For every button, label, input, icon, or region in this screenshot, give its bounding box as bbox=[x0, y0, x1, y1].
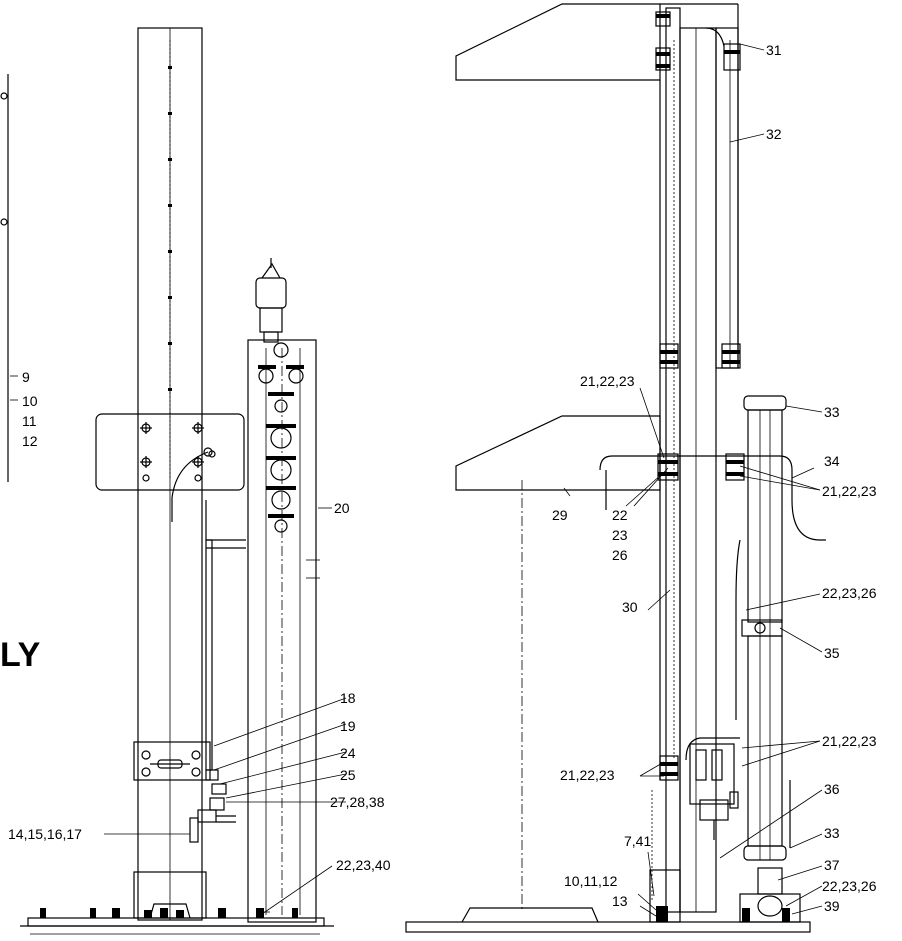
right-view-leaders bbox=[563, 43, 823, 917]
callout-33-bottom: 33 bbox=[824, 825, 840, 841]
callout-13: 13 bbox=[612, 893, 628, 909]
callout-34: 34 bbox=[824, 453, 840, 469]
callout-26: 26 bbox=[612, 547, 628, 563]
partial-left-view bbox=[0, 74, 18, 482]
callout-22-23-26-low: 22,23,26 bbox=[822, 878, 877, 894]
callout-21-22-23-right: 21,22,23 bbox=[822, 483, 877, 499]
callout-29: 29 bbox=[552, 507, 568, 523]
callout-27-28-38: 27,28,38 bbox=[330, 794, 385, 810]
callout-33-top: 33 bbox=[824, 404, 840, 420]
callout-21-22-23-upper: 21,22,23 bbox=[580, 373, 635, 389]
callout-21-22-23-lower-left: 21,22,23 bbox=[560, 767, 615, 783]
callout-14-17: 14,15,16,17 bbox=[8, 826, 82, 842]
callout-35: 35 bbox=[824, 645, 840, 661]
callout-30: 30 bbox=[622, 599, 638, 615]
callout-10-11-12: 10,11,12 bbox=[564, 873, 618, 889]
callout-12: 12 bbox=[22, 433, 38, 449]
callout-36: 36 bbox=[824, 781, 840, 797]
left-view-leaders bbox=[104, 507, 347, 915]
left-column-view bbox=[20, 27, 334, 935]
right-arm-view bbox=[405, 3, 826, 933]
callout-22-23-26-mid: 22,23,26 bbox=[822, 585, 877, 601]
callout-21-22-23-lower-right: 21,22,23 bbox=[822, 733, 877, 749]
callout-23: 23 bbox=[612, 527, 628, 543]
callout-39: 39 bbox=[824, 898, 840, 914]
callout-22-23-40: 22,23,40 bbox=[336, 857, 391, 873]
callout-22: 22 bbox=[612, 507, 628, 523]
callout-11: 11 bbox=[22, 413, 37, 429]
callout-32: 32 bbox=[766, 126, 782, 142]
callout-25: 25 bbox=[340, 767, 356, 783]
left-view-labels: 9 10 11 12 14,15,16,17 18 19 20 22,23,40… bbox=[8, 369, 391, 873]
callout-18: 18 bbox=[340, 690, 356, 706]
callout-37: 37 bbox=[824, 857, 840, 873]
right-view-labels: 7,41 10,11,12 13 21,22,23 21,22,23 21,22… bbox=[552, 42, 877, 914]
callout-24: 24 bbox=[340, 745, 356, 761]
callout-10: 10 bbox=[22, 393, 38, 409]
callout-9: 9 bbox=[22, 369, 30, 385]
callout-31: 31 bbox=[766, 42, 782, 58]
title-fragment: LY bbox=[0, 636, 41, 674]
callout-20: 20 bbox=[334, 500, 350, 516]
callout-7-41: 7,41 bbox=[624, 833, 651, 849]
callout-19: 19 bbox=[340, 718, 356, 734]
